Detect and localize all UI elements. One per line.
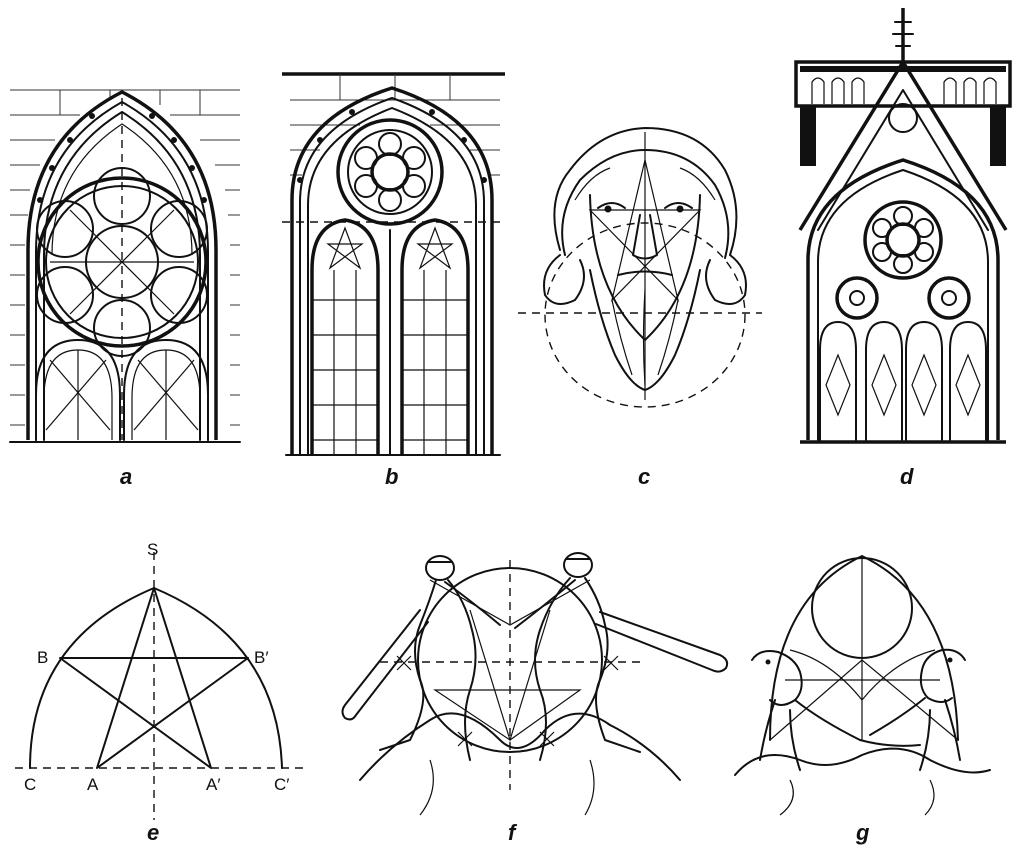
panel-a-drawing (9, 89, 241, 443)
panel-g-drawing (734, 555, 991, 816)
panel-label-f: f (508, 820, 518, 845)
point-label-c: C (24, 775, 36, 794)
point-label-a: A (87, 775, 99, 794)
panel-a-wall-bricks (10, 89, 240, 426)
panel-c-drawing (518, 127, 762, 408)
panel-d-glazing (825, 353, 981, 417)
panel-labels: a b c d e f g (120, 464, 914, 845)
point-label-c-prime: C′ (274, 775, 289, 794)
panel-label-g: g (855, 820, 870, 845)
panel-label-e: e (147, 820, 159, 845)
panel-label-d: d (900, 464, 914, 489)
panel-label-a: a (120, 464, 132, 489)
point-label-b: B (37, 648, 48, 667)
panel-label-c: c (638, 464, 650, 489)
panel-label-b: b (385, 464, 398, 489)
panel-f-drawing (341, 552, 729, 816)
point-label-a-prime: A′ (206, 775, 221, 794)
panel-e-drawing (15, 552, 305, 820)
panel-b-drawing (282, 72, 505, 456)
point-label-s: S (147, 540, 158, 559)
panel-b-glazing-grid (312, 270, 468, 455)
panel-e-labels: S B B′ C A A′ C′ (24, 540, 289, 794)
point-label-b-prime: B′ (254, 648, 269, 667)
panel-d-drawing (794, 8, 1012, 444)
